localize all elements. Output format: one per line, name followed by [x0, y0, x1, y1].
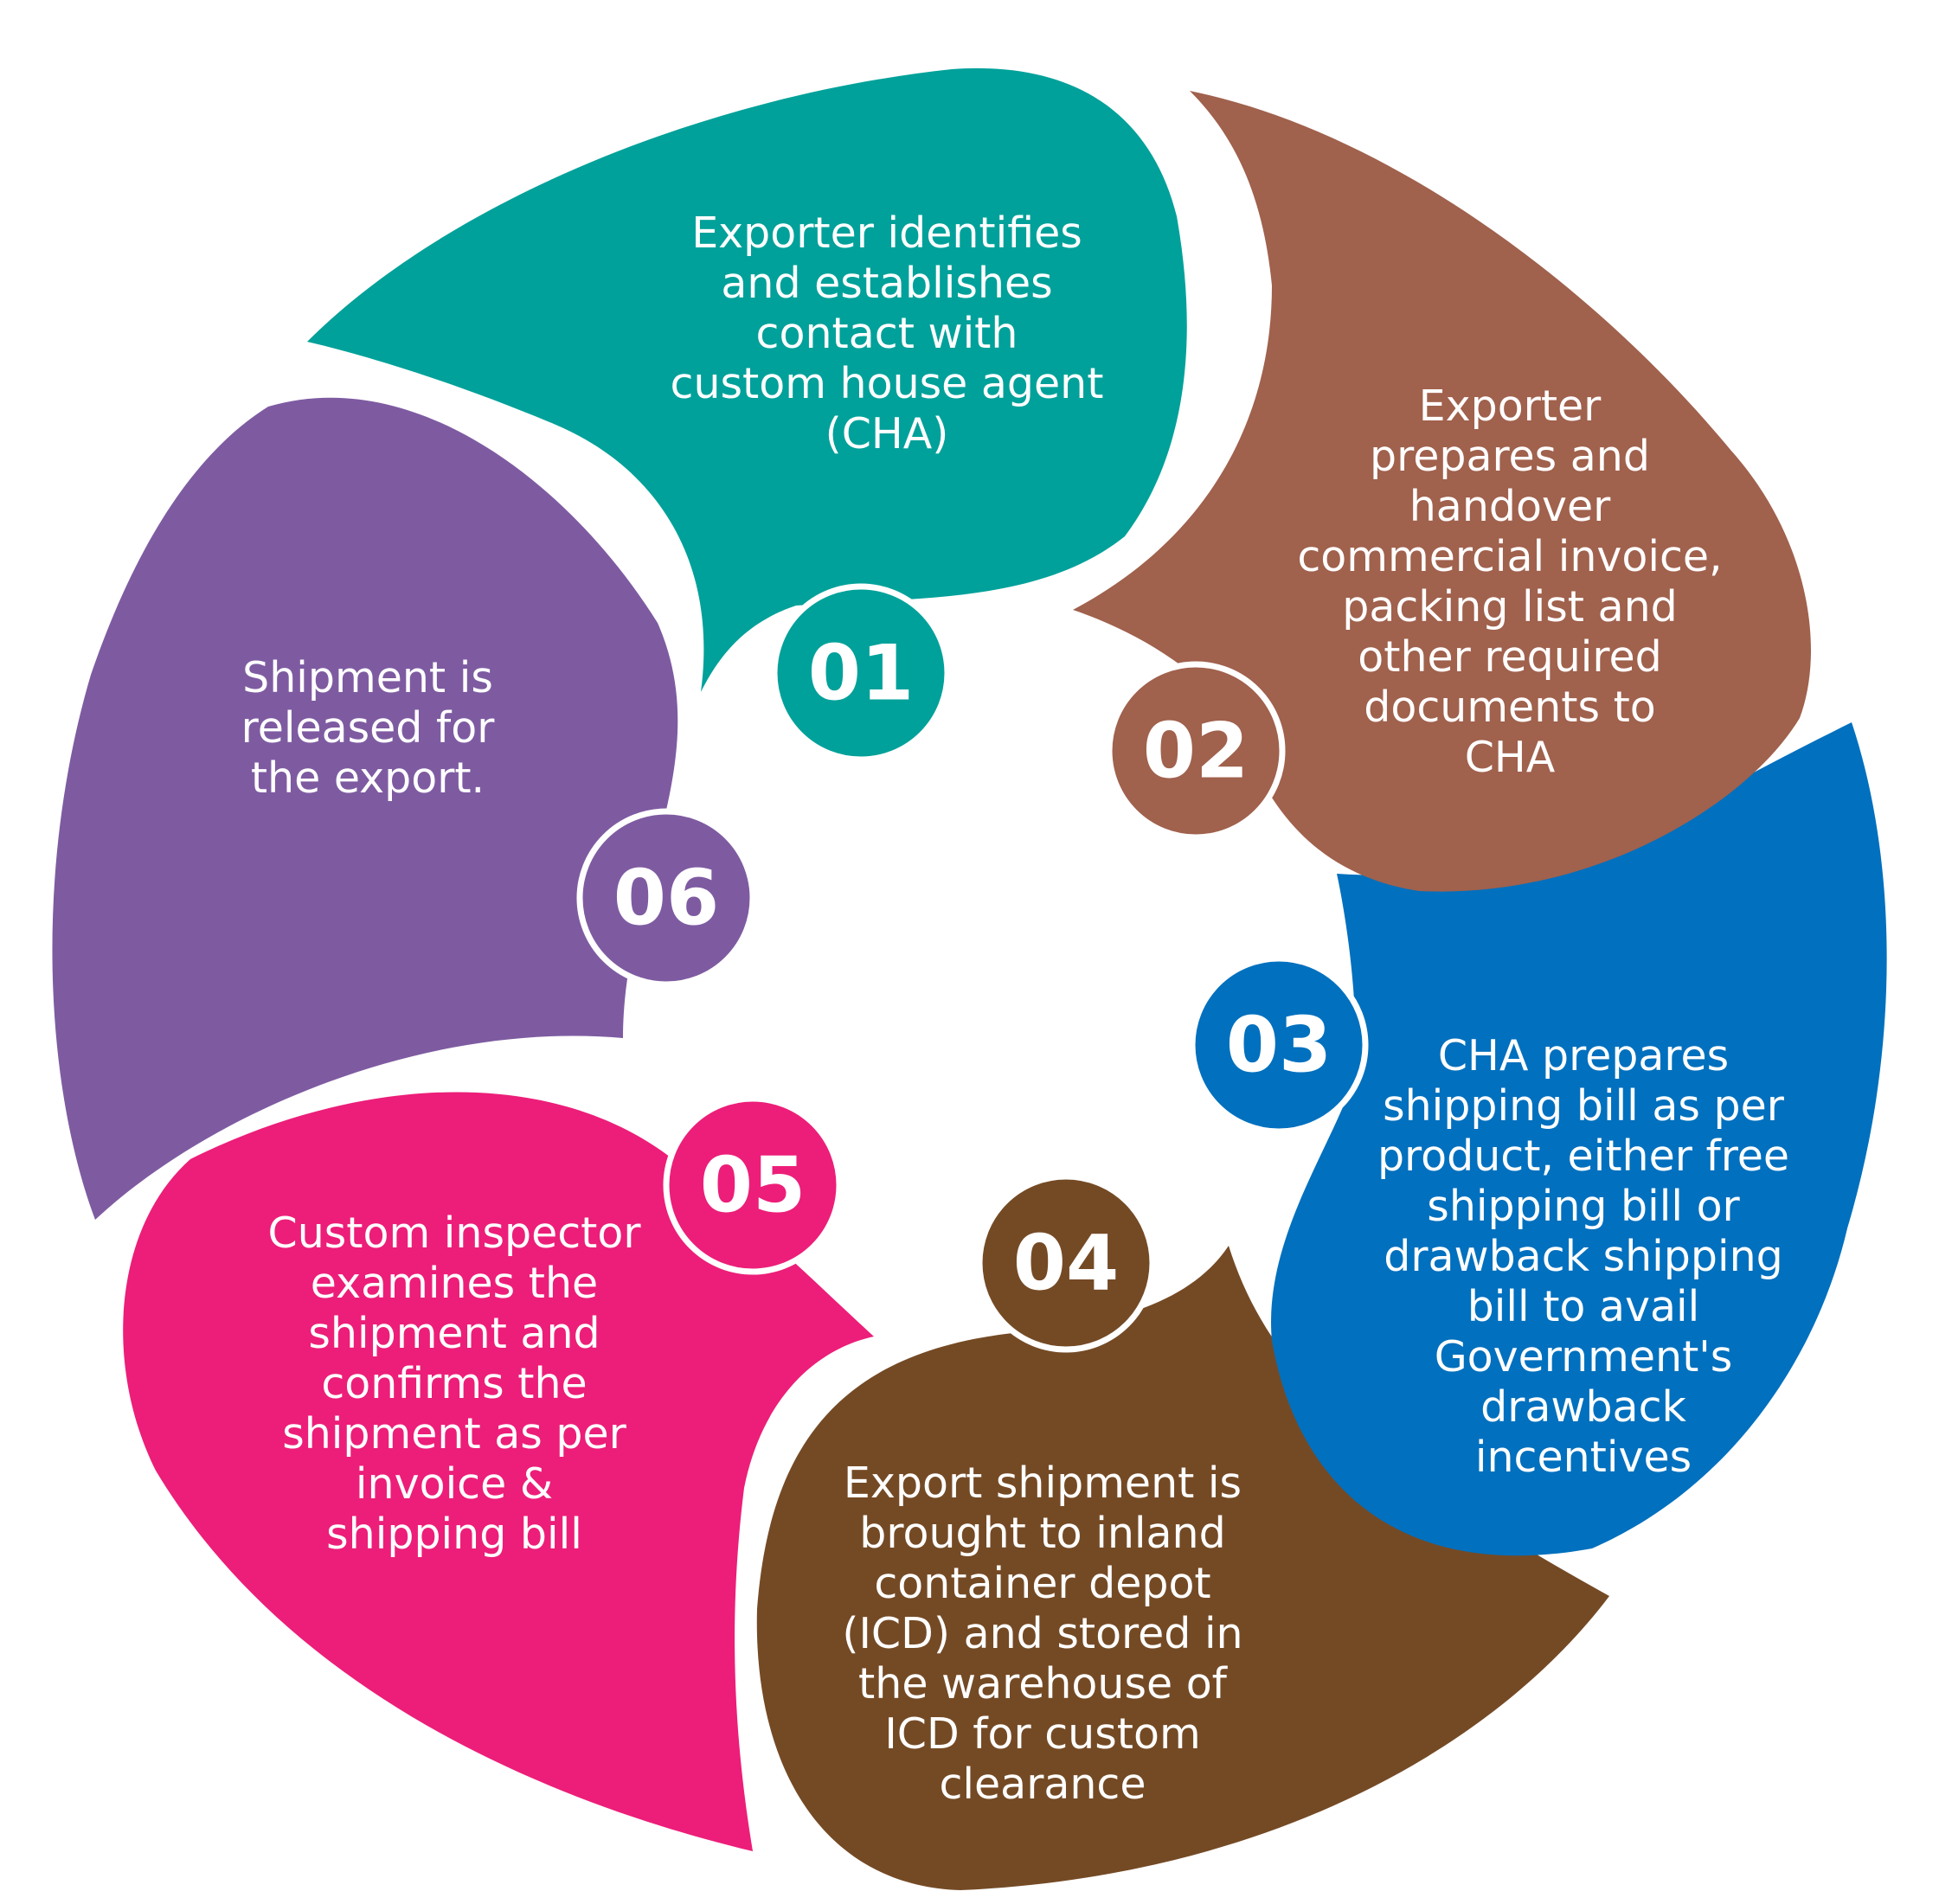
step-05-text-line: invoice &	[356, 1459, 553, 1509]
step-02-text-line: handover	[1409, 482, 1611, 531]
step-05-badge-circle	[663, 1095, 843, 1275]
step-01-text-line: contact with	[756, 309, 1018, 358]
step-04-badge: 04	[976, 1173, 1156, 1353]
step-04-text-line: container depot	[874, 1559, 1210, 1608]
step-04-text-line: ICD for custom	[884, 1709, 1200, 1759]
step-04-text-line: the warehouse of	[858, 1659, 1229, 1708]
step-01-text-line: (CHA)	[825, 409, 949, 458]
step-06-number: 06	[613, 854, 719, 943]
step-05-text-line: confirms the	[321, 1359, 587, 1408]
step-01-badge-circle	[771, 583, 951, 763]
step-04-number: 04	[1013, 1219, 1119, 1308]
step-06-badge: 06	[576, 808, 756, 988]
step-04-text-line: brought to inland	[859, 1509, 1225, 1558]
step-03-shape	[1271, 722, 1887, 1556]
step-06-badge-circle	[576, 808, 756, 988]
step-02-text-line: commercial invoice,	[1297, 532, 1722, 581]
step-03-text-line: drawback	[1480, 1382, 1686, 1432]
step-02-text-line: documents to	[1364, 683, 1656, 732]
step-04-badge-circle	[976, 1173, 1156, 1353]
step-04-text-line: clearance	[939, 1760, 1146, 1809]
step-05-text-line: Custom inspector	[267, 1208, 641, 1258]
step-03-text-line: Government's	[1435, 1332, 1733, 1382]
step-05-text-line: shipment and	[308, 1309, 600, 1358]
step-01-number: 01	[808, 629, 914, 718]
step-05-text-line: shipment as per	[282, 1409, 626, 1458]
step-02-number: 02	[1143, 707, 1249, 796]
step-01-text-line: and establishes	[721, 259, 1052, 308]
step-02-text-line: Exporter	[1419, 381, 1602, 431]
step-01-text-line: custom house agent	[671, 359, 1104, 408]
step-03-text-line: incentives	[1475, 1433, 1692, 1482]
step-01-text-line: Exporter identifies	[691, 208, 1082, 258]
step-03-text-line: shipping bill as per	[1383, 1081, 1785, 1131]
step-02-text-line: packing list and	[1342, 582, 1678, 631]
step-03-text-line: product, either free	[1377, 1132, 1789, 1181]
step-04-text-line: Export shipment is	[844, 1458, 1242, 1508]
step-03-text-line: shipping bill or	[1427, 1182, 1740, 1231]
step-02-text-line: other required	[1358, 632, 1661, 682]
step-02-text-line: CHA	[1465, 733, 1556, 782]
step-03-badge-circle	[1189, 955, 1369, 1135]
step-03-number: 03	[1226, 1001, 1332, 1090]
step-06-text-line: the export.	[251, 753, 485, 803]
step-05-shape	[123, 1092, 875, 1851]
step-03-badge: 03	[1189, 955, 1369, 1135]
step-06-shape	[52, 397, 678, 1220]
step-05-text-line: examines the	[311, 1259, 598, 1308]
step-02-text-line: prepares and	[1370, 432, 1650, 481]
step-05-badge: 05	[663, 1095, 843, 1275]
step-04-text-line: (ICD) and stored in	[842, 1609, 1242, 1658]
step-03-text-line: CHA prepares	[1438, 1031, 1729, 1080]
step-05-text-line: shipping bill	[326, 1510, 582, 1559]
step-02-badge: 02	[1106, 661, 1286, 841]
step-06-text-line: released for	[241, 703, 496, 753]
step-06-text-line: Shipment is	[242, 653, 493, 702]
step-05-number: 05	[700, 1141, 806, 1230]
step-03-text-line: bill to avail	[1467, 1282, 1700, 1331]
step-04-shape	[756, 1246, 1609, 1890]
step-03-text-line: drawback shipping	[1384, 1232, 1783, 1281]
step-01-badge: 01	[771, 583, 951, 763]
step-02-badge-circle	[1106, 661, 1286, 841]
step-01-shape	[307, 67, 1187, 692]
